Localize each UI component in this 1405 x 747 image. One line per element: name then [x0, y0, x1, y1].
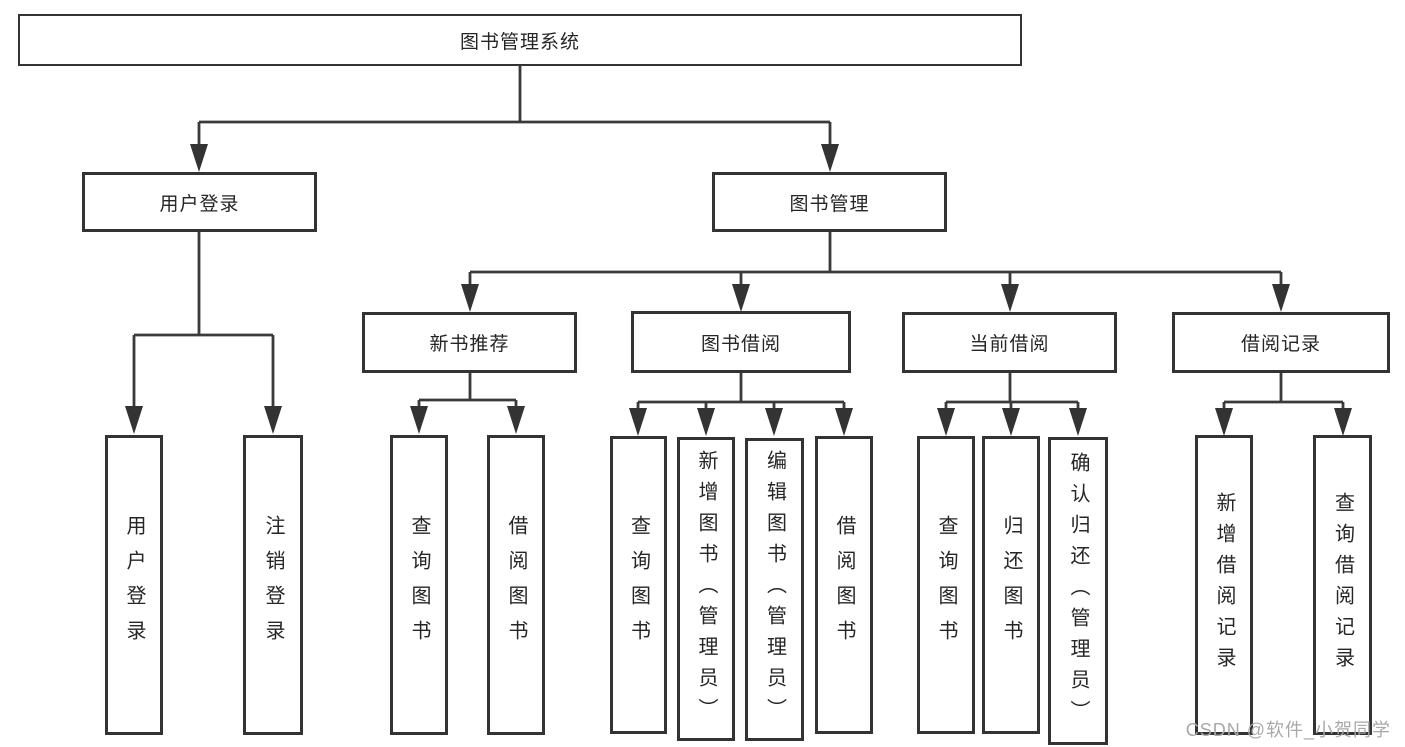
leaf-cb-query-books: 查询图书 — [917, 436, 975, 734]
leaf-label: 借阅图书 — [505, 515, 527, 655]
leaf-label: 编辑图书（管理员） — [763, 450, 786, 729]
node-book-management: 图书管理 — [712, 172, 947, 232]
node-label: 图书管理 — [789, 193, 870, 215]
leaf-rec-query-books: 查询图书 — [390, 435, 448, 735]
leaf-bb-add-books-admin: 新增图书（管理员） — [677, 437, 735, 741]
leaf-br-add-record: 新增借阅记录 — [1195, 435, 1253, 735]
node-book-borrowing: 图书借阅 — [631, 311, 851, 373]
leaf-label: 确认归还（管理员） — [1067, 451, 1089, 731]
leaf-label: 查询图书 — [408, 515, 430, 655]
leaf-label: 新增图书（管理员） — [695, 449, 717, 729]
node-label: 新书推荐 — [429, 334, 510, 355]
leaf-bb-query-books: 查询图书 — [610, 436, 667, 734]
leaf-label: 新增借阅记录 — [1213, 492, 1235, 678]
leaf-label: 注销登录 — [262, 515, 284, 655]
leaf-bb-edit-books-admin: 编辑图书（管理员） — [745, 438, 804, 741]
leaf-label: 查询借阅记录 — [1331, 492, 1354, 678]
leaf-label: 借阅图书 — [833, 515, 855, 655]
node-label: 图书借阅 — [700, 333, 781, 355]
tree-edges — [132, 66, 1345, 430]
node-borrowing-records: 借阅记录 — [1172, 312, 1390, 373]
watermark: CSDN @软件_小贺同学 — [1185, 720, 1391, 740]
leaf-cb-return-books: 归还图书 — [982, 436, 1040, 734]
leaf-rec-borrow-books: 借阅图书 — [487, 435, 545, 735]
leaf-cb-confirm-return-admin: 确认归还（管理员） — [1048, 437, 1108, 745]
leaf-label: 查询图书 — [935, 515, 957, 655]
leaf-bb-borrow-books: 借阅图书 — [815, 436, 873, 734]
node-label: 图书管理系统 — [459, 31, 580, 53]
node-label: 用户登录 — [159, 193, 240, 215]
leaf-label: 归还图书 — [1000, 515, 1022, 655]
node-label: 借阅记录 — [1240, 334, 1321, 355]
leaf-user-login: 用户登录 — [105, 435, 163, 735]
arrowheads — [125, 144, 1352, 436]
node-new-book-recommend: 新书推荐 — [362, 312, 577, 373]
node-user-login-branch: 用户登录 — [82, 172, 317, 232]
leaf-logout: 注销登录 — [243, 435, 303, 735]
node-label: 当前借阅 — [969, 334, 1050, 355]
leaf-label: 查询图书 — [627, 515, 650, 655]
node-book-management-system: 图书管理系统 — [18, 14, 1022, 66]
leaf-br-query-record: 查询借阅记录 — [1313, 435, 1372, 735]
node-current-borrowing: 当前借阅 — [902, 312, 1117, 373]
leaf-label: 用户登录 — [123, 515, 145, 655]
